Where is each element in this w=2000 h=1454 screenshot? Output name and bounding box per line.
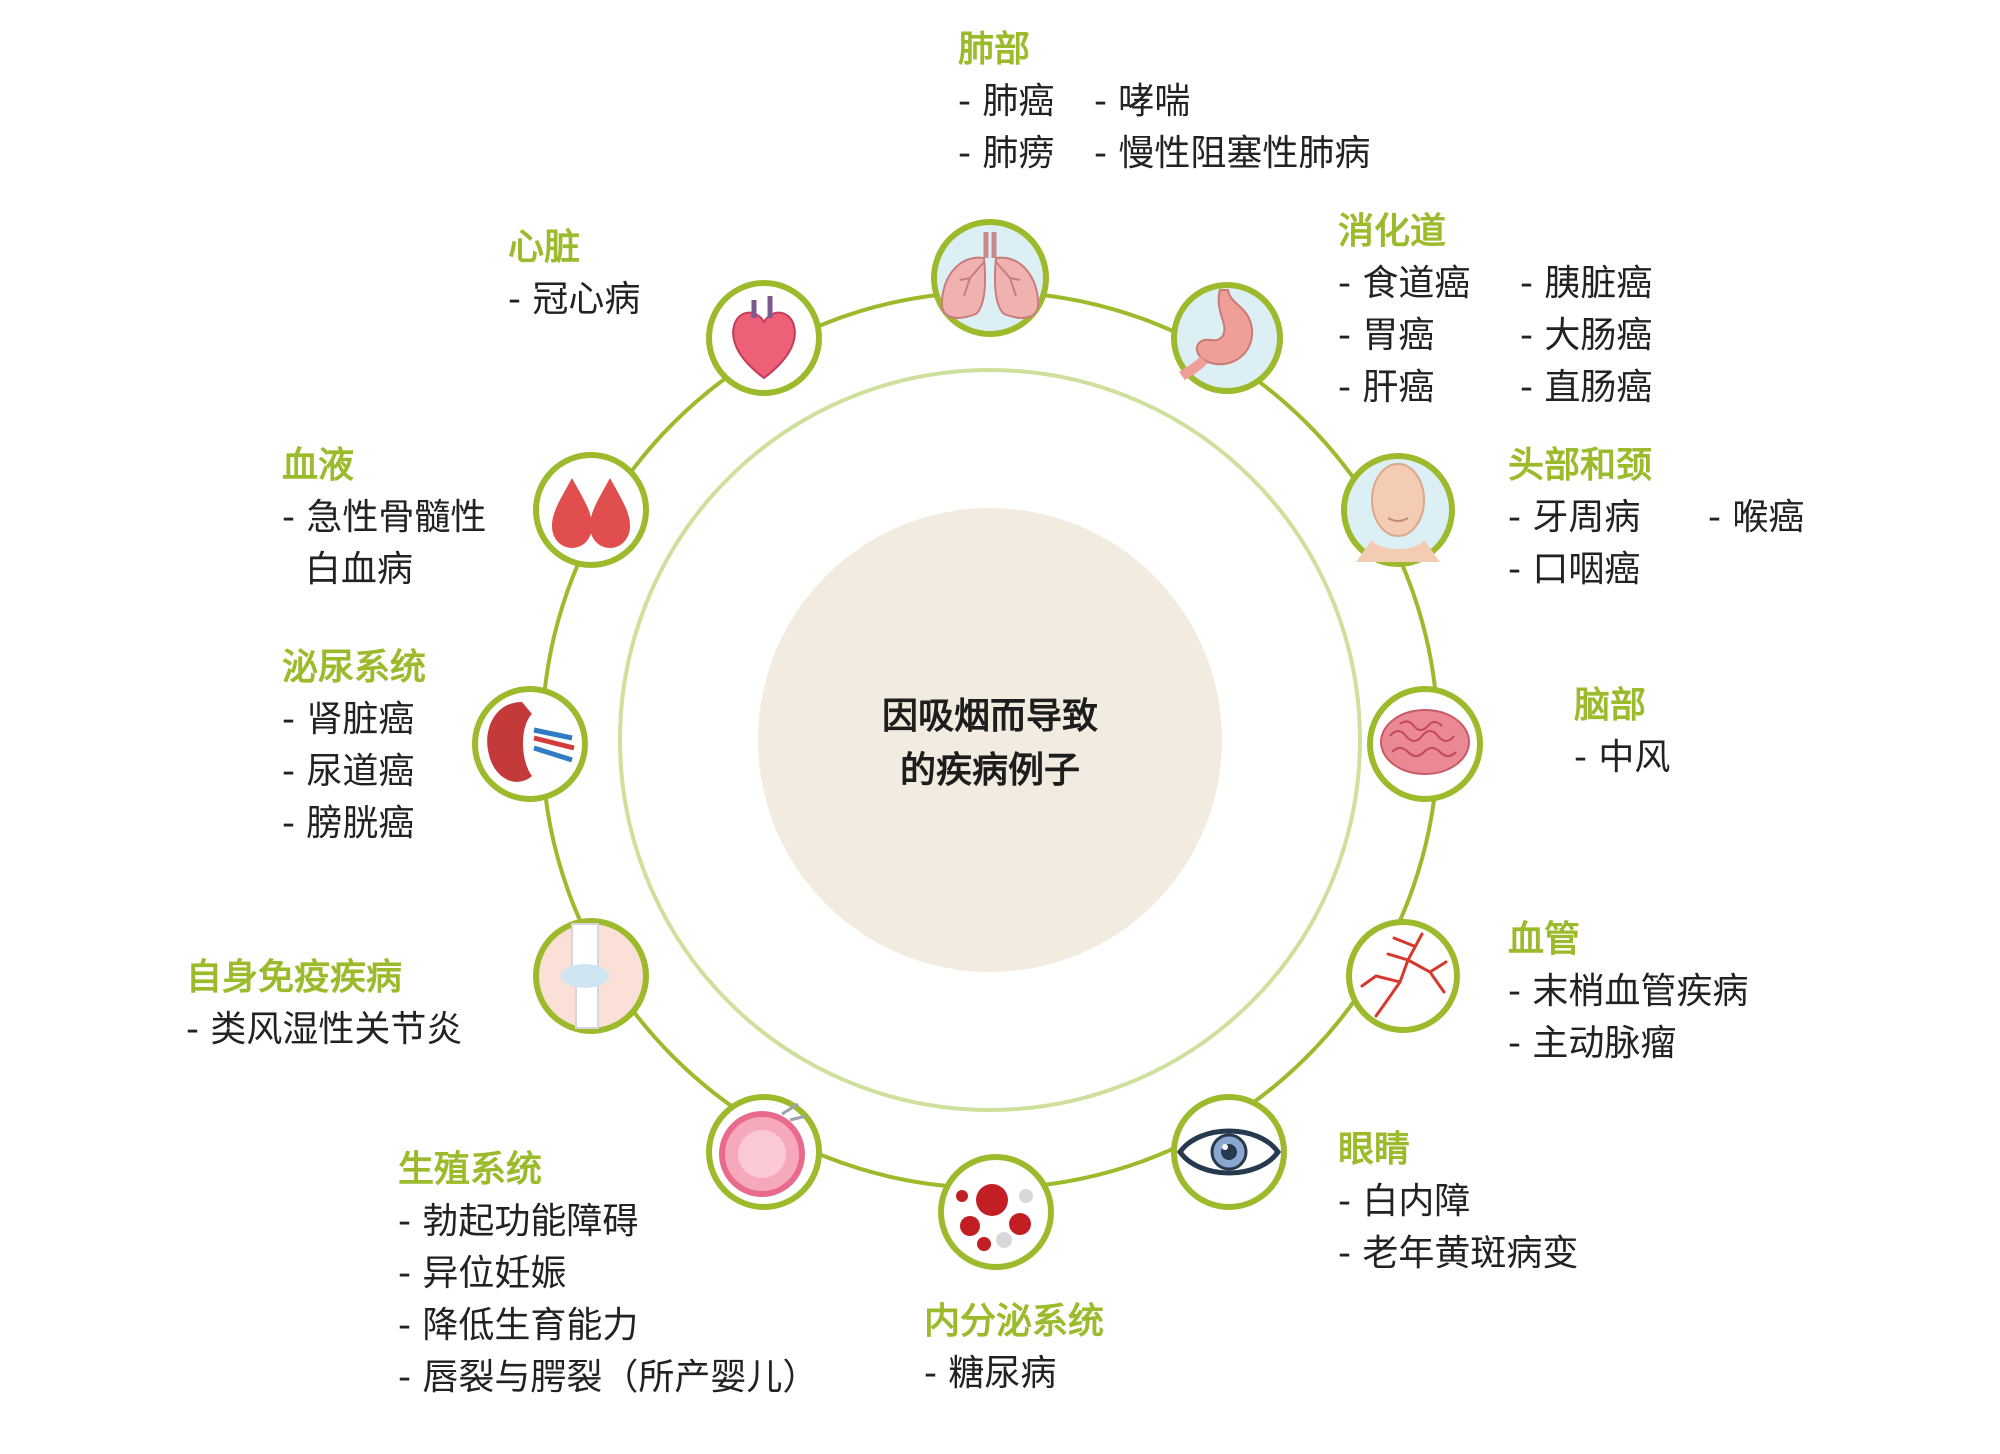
- center-title-line1: 因吸烟而导致: [881, 696, 1098, 737]
- label-brain: 脑部 - 中风: [1574, 680, 1670, 784]
- disease-item: - 冠心病: [508, 279, 641, 320]
- label-endocrine-row: - 糖尿病: [924, 1348, 1104, 1400]
- disease-item: - 喉癌: [1708, 497, 1805, 538]
- label-urinary-row: - 膀胱癌: [282, 798, 426, 850]
- label-reproductive-title: 生殖系统: [398, 1149, 543, 1190]
- label-head-neck: 头部和颈 - 牙周病 - 喉癌 - 口咽癌: [1508, 440, 1804, 596]
- label-endocrine: 内分泌系统 - 糖尿病: [924, 1296, 1104, 1400]
- label-head-neck-title: 头部和颈: [1508, 445, 1653, 486]
- disease-item: - 唇裂与腭裂（所产婴儿）: [398, 1357, 819, 1398]
- label-urinary-title: 泌尿系统: [282, 647, 427, 688]
- disease-item: - 尿道癌: [282, 751, 415, 792]
- label-reproductive-row: - 唇裂与腭裂（所产婴儿）: [398, 1352, 818, 1404]
- label-digestive-row: - 肝癌 - 直肠癌: [1338, 362, 1652, 414]
- disease-item: - 慢性阻塞性肺病: [1094, 133, 1371, 174]
- label-autoimmune-title: 自身免疫疾病: [186, 957, 403, 998]
- center-title-line2: 的疾病例子: [899, 750, 1080, 791]
- label-reproductive: 生殖系统 - 勃起功能障碍 - 异位妊娠 - 降低生育能力 - 唇裂与腭裂（所产…: [398, 1144, 818, 1404]
- blood-drops-icon: [533, 452, 649, 568]
- disease-item: - 肝癌: [1338, 367, 1435, 408]
- disease-item: 白血病: [282, 549, 413, 590]
- blood-vessel-icon: [1346, 919, 1460, 1033]
- label-digestive: 消化道 - 食道癌 - 胰脏癌 - 胃癌 - 大肠癌 - 肝癌 - 直肠癌: [1338, 206, 1652, 414]
- label-eye: 眼睛 - 白内障 - 老年黄斑病变: [1338, 1124, 1578, 1280]
- disease-item: - 肺痨: [958, 133, 1055, 174]
- label-lungs-row: - 肺痨 - 慢性阻塞性肺病: [958, 128, 1370, 180]
- label-autoimmune: 自身免疫疾病 - 类风湿性关节炎: [186, 952, 462, 1056]
- label-digestive-title: 消化道: [1338, 211, 1447, 252]
- label-reproductive-row: - 异位妊娠: [398, 1248, 818, 1300]
- label-blood-row: 白血病: [282, 544, 486, 596]
- disease-item: - 直肠癌: [1520, 367, 1653, 408]
- disease-item: - 急性骨髓性: [282, 497, 487, 538]
- egg-cell-icon: [706, 1094, 822, 1210]
- label-blood-vessel-row: - 主动脉瘤: [1508, 1018, 1748, 1070]
- label-blood: 血液 - 急性骨髓性 白血病: [282, 440, 486, 596]
- label-reproductive-row: - 勃起功能障碍: [398, 1196, 818, 1248]
- disease-item: - 降低生育能力: [398, 1305, 639, 1346]
- lungs-icon: [931, 219, 1049, 337]
- label-blood-vessel: 血管 - 末梢血管疾病 - 主动脉瘤: [1508, 914, 1748, 1070]
- disease-item: - 膀胱癌: [282, 803, 415, 844]
- disease-item: - 主动脉瘤: [1508, 1023, 1677, 1064]
- disease-item: - 异位妊娠: [398, 1253, 567, 1294]
- label-brain-title: 脑部: [1574, 685, 1647, 726]
- disease-item: - 胃癌: [1338, 315, 1435, 356]
- label-blood-title: 血液: [282, 445, 355, 486]
- label-lungs-title: 肺部: [958, 29, 1031, 70]
- disease-item: - 老年黄斑病变: [1338, 1233, 1579, 1274]
- label-digestive-row: - 胃癌 - 大肠癌: [1338, 310, 1652, 362]
- disease-item: - 哮喘: [1094, 81, 1191, 122]
- label-reproductive-row: - 降低生育能力: [398, 1300, 818, 1352]
- brain-icon: [1367, 686, 1483, 802]
- disease-item: - 勃起功能障碍: [398, 1201, 639, 1242]
- disease-item: - 口咽癌: [1508, 549, 1641, 590]
- knee-joint-icon: [533, 918, 649, 1034]
- disease-item: - 大肠癌: [1520, 315, 1653, 356]
- label-eye-row: - 白内障: [1338, 1176, 1578, 1228]
- label-blood-row: - 急性骨髓性: [282, 492, 486, 544]
- label-urinary: 泌尿系统 - 肾脏癌 - 尿道癌 - 膀胱癌: [282, 642, 426, 850]
- disease-item: - 牙周病: [1508, 497, 1641, 538]
- label-digestive-row: - 食道癌 - 胰脏癌: [1338, 258, 1652, 310]
- disease-item: - 食道癌: [1338, 263, 1471, 304]
- inner-ring: [618, 368, 1362, 1112]
- disease-item: - 胰脏癌: [1520, 263, 1653, 304]
- disease-item: - 中风: [1574, 737, 1671, 778]
- center-disc: [758, 508, 1222, 972]
- label-heart-title: 心脏: [508, 227, 581, 268]
- heart-icon: [706, 280, 822, 396]
- stomach-icon: [1171, 282, 1283, 394]
- center-title: 因吸烟而导致 的疾病例子: [800, 690, 1180, 798]
- kidney-icon: [472, 686, 588, 802]
- label-head-neck-row: - 牙周病 - 喉癌: [1508, 492, 1804, 544]
- disease-item: - 糖尿病: [924, 1353, 1057, 1394]
- label-head-neck-row: - 口咽癌: [1508, 544, 1804, 596]
- label-autoimmune-row: - 类风湿性关节炎: [186, 1004, 462, 1056]
- label-lungs-row: - 肺癌 - 哮喘: [958, 76, 1370, 128]
- label-heart: 心脏 - 冠心病: [508, 222, 640, 326]
- eye-icon: [1171, 1094, 1287, 1210]
- label-urinary-row: - 肾脏癌: [282, 694, 426, 746]
- label-urinary-row: - 尿道癌: [282, 746, 426, 798]
- label-blood-vessel-title: 血管: [1508, 919, 1581, 960]
- disease-item: - 类风湿性关节炎: [186, 1009, 463, 1050]
- label-blood-vessel-row: - 末梢血管疾病: [1508, 966, 1748, 1018]
- label-lungs: 肺部 - 肺癌 - 哮喘 - 肺痨 - 慢性阻塞性肺病: [958, 24, 1370, 180]
- label-eye-title: 眼睛: [1338, 1129, 1411, 1170]
- label-brain-row: - 中风: [1574, 732, 1670, 784]
- label-endocrine-title: 内分泌系统: [924, 1301, 1105, 1342]
- disease-item: - 肾脏癌: [282, 699, 415, 740]
- disease-item: - 末梢血管疾病: [1508, 971, 1749, 1012]
- label-heart-row: - 冠心病: [508, 274, 640, 326]
- disease-item: - 肺癌: [958, 81, 1055, 122]
- disease-item: - 白内障: [1338, 1181, 1471, 1222]
- label-eye-row: - 老年黄斑病变: [1338, 1228, 1578, 1280]
- head-icon: [1341, 453, 1455, 567]
- blood-cells-icon: [938, 1154, 1054, 1270]
